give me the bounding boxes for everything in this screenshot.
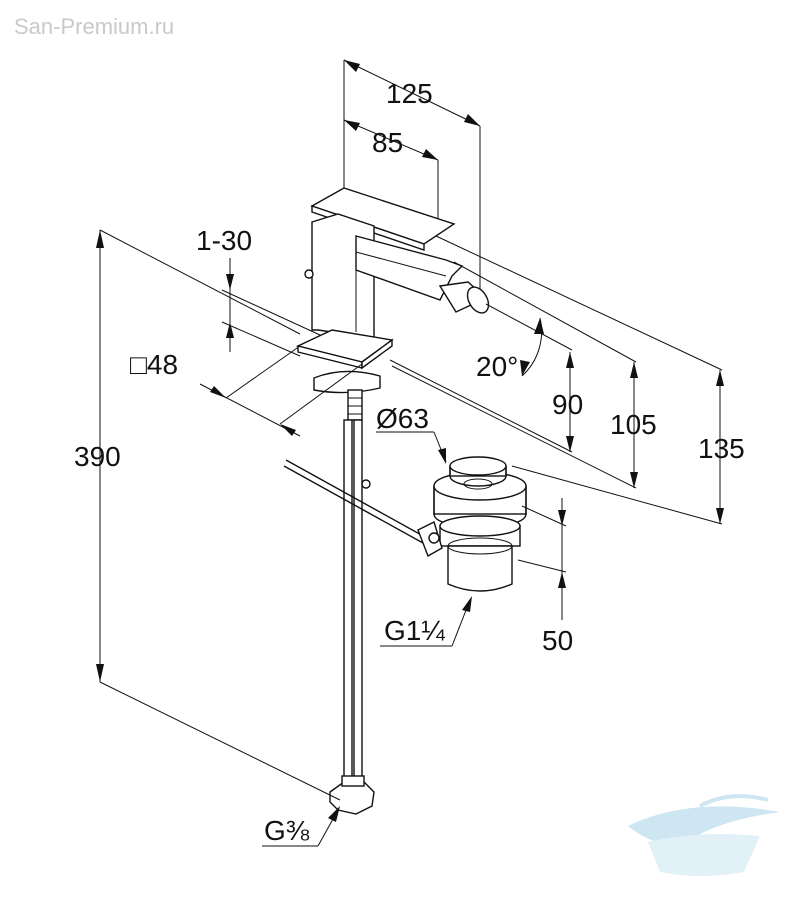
dim-125-label: 125: [386, 78, 433, 109]
thread-g38-label: G⅜: [264, 815, 310, 846]
dim-48-label: □48: [130, 349, 178, 380]
dim-105-label: 105: [610, 409, 657, 440]
dim-20deg-label: 20°: [476, 351, 518, 382]
dim-135: 135: [435, 235, 745, 525]
dim-90: 90: [389, 303, 583, 453]
dim-125: 125: [343, 59, 481, 292]
dim-135-label: 135: [698, 433, 745, 464]
thread-g114-label: G1¼: [384, 615, 445, 646]
thread-g38: G⅜: [262, 806, 340, 847]
faucet-body: [283, 187, 490, 815]
dim-85: 85: [343, 119, 439, 222]
thread-g114: G1¼: [380, 596, 472, 647]
dim-63-label: Ø63: [376, 403, 429, 434]
dim-48: □48: [130, 345, 363, 437]
dim-63: Ø63: [376, 403, 447, 464]
bathtub-wave-logo-icon: [628, 794, 780, 876]
dim-105: 105: [391, 261, 657, 489]
popup-waste: [417, 456, 527, 592]
dim-90-label: 90: [552, 389, 583, 420]
dim-390-label: 390: [74, 441, 121, 472]
dim-1-30-label: 1-30: [196, 225, 252, 256]
dim-85-label: 85: [372, 127, 403, 158]
watermark-text: San-Premium.ru: [14, 14, 174, 39]
dim-50-label: 50: [542, 625, 573, 656]
dim-390: 390: [74, 229, 341, 801]
dim-50: 50: [517, 498, 573, 656]
dim-20deg: 20°: [476, 317, 544, 382]
dim-1-30: 1-30: [196, 225, 321, 357]
